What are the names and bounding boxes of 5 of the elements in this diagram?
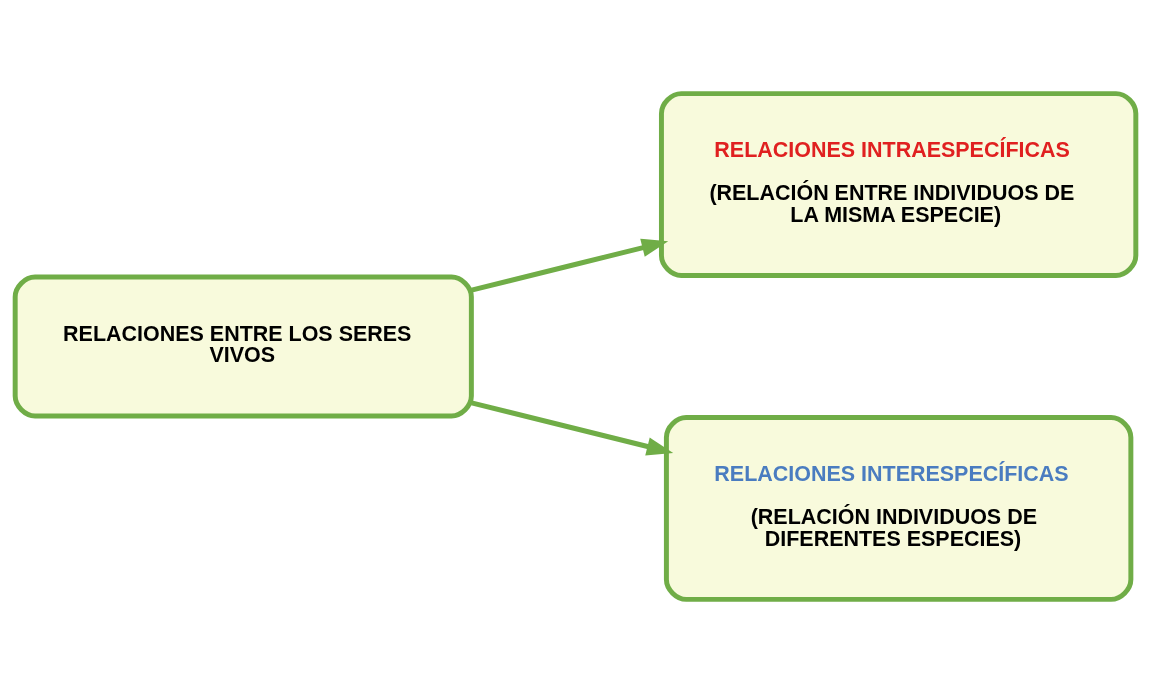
arrow [471,238,669,293]
node-box: RELACIONES ENTRE LOS SERES VIVOS [12,274,474,418]
node-box: RELACIONES INTRAESPECÍFICAS (RELACIÓN ENTRE INDIVIDUOS DE LA MISMA ESPECIE) [658,90,1139,278]
arrow [471,399,674,455]
node-box: RELACIONES INTERESPECÍFICAS (RELACIÓN INDIVIDUOS DE DIFERENTES ESPECIES) [663,414,1134,602]
